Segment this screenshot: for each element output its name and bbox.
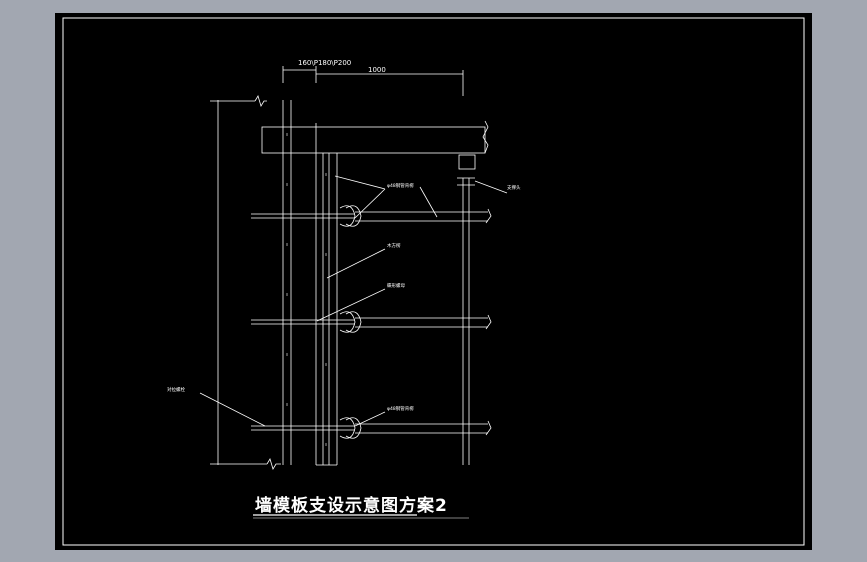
label-support-head: 支撑头 bbox=[507, 184, 521, 191]
bolt-nut-row-2 bbox=[339, 311, 362, 333]
support-head-box bbox=[458, 154, 476, 170]
dim-spacing-text: 1000 bbox=[368, 66, 386, 74]
dim-wall-thickness-text: 160\P180\P200 bbox=[298, 59, 351, 67]
label-bolt-nut: 蝶形螺母 bbox=[387, 282, 405, 289]
wall-markers bbox=[286, 133, 327, 446]
drawing-title: 墙模板支设示意图方案2 bbox=[255, 495, 448, 516]
label-steel-pipe-bottom: φ48钢管背楞 bbox=[387, 405, 414, 412]
bolt-nut-row-3 bbox=[339, 417, 362, 439]
bolt-nut-row-1 bbox=[339, 205, 362, 227]
slab-break-mark bbox=[482, 120, 489, 154]
label-wood-beam: 木方楞 bbox=[387, 242, 401, 249]
drawing-border bbox=[62, 17, 805, 546]
bottom-break-mark bbox=[266, 458, 281, 470]
top-break-mark bbox=[254, 95, 267, 107]
top-slab bbox=[261, 126, 486, 154]
label-wall-tie-bolt: 对拉螺栓 bbox=[167, 386, 185, 393]
support-head-leader bbox=[474, 180, 508, 194]
drawing-canvas: 160\P180\P200 1000 φ48钢管背楞 支撑头 木方楞 蝶形螺母 … bbox=[62, 17, 805, 546]
section-lines bbox=[199, 66, 508, 470]
label-steel-pipe-top: φ48钢管背楞 bbox=[387, 182, 414, 189]
cad-drawing-viewport[interactable]: 160\P180\P200 1000 φ48钢管背楞 支撑头 木方楞 蝶形螺母 … bbox=[55, 13, 812, 550]
